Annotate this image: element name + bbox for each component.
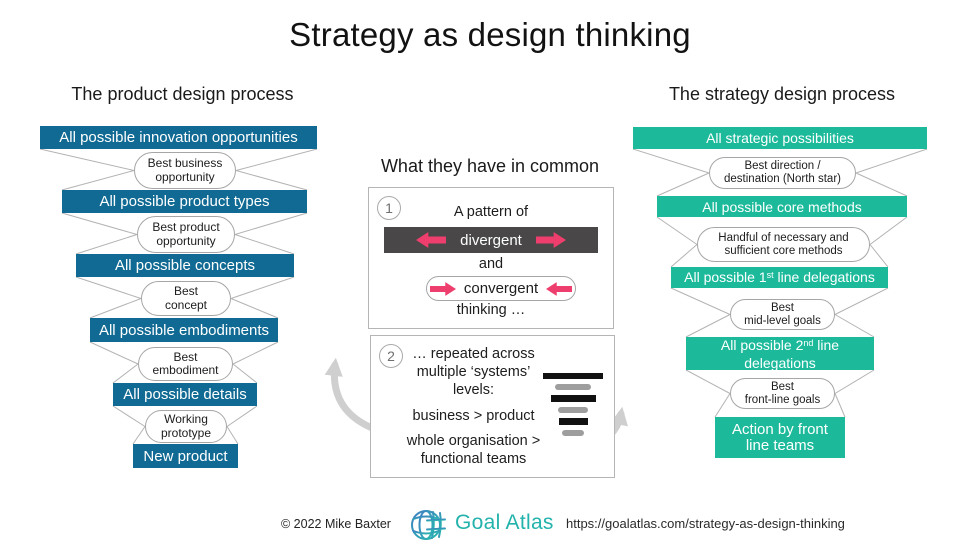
arrow-right-icon — [429, 281, 456, 296]
stage-label: All possible innovation opportunities — [59, 129, 298, 146]
oval-label-line: Best — [173, 284, 198, 298]
circled-number-1: 1 — [377, 196, 401, 220]
oval-label-line: embodiment — [152, 363, 219, 377]
stage-bar-innovation-opportunities: All possible innovation opportunities — [40, 126, 317, 149]
oval-label-line: Best product — [152, 220, 220, 234]
selection-oval-best-product-opportunity: Best product opportunity — [137, 216, 235, 253]
stage-bar-concepts: All possible concepts — [76, 254, 294, 277]
repeated-text-line: multiple ‘systems’ — [416, 364, 531, 380]
oval-label-line: Handful of necessary and — [718, 231, 849, 244]
common-pattern-box: 1 A pattern of divergent and convergent … — [368, 187, 614, 329]
arrow-left-icon — [546, 281, 573, 296]
stage-label: All possible concepts — [114, 257, 256, 274]
copyright-text: © 2022 Mike Baxter — [281, 517, 391, 531]
selection-oval-working-prototype: Working prototype — [145, 410, 227, 443]
oval-label-line: sufficient core methods — [724, 244, 843, 257]
divergent-bar: divergent — [384, 227, 598, 253]
label-text: All possible 2 — [720, 336, 804, 353]
stage-label: New product — [143, 447, 228, 465]
label-text: line delegations — [773, 268, 875, 285]
stage-bar-action-front-line-teams: Action by front line teams — [715, 417, 845, 458]
example-text-line: whole organisation > — [406, 433, 541, 449]
stage-bar-product-types: All possible product types — [62, 190, 307, 213]
oval-label-line: Working — [164, 412, 208, 426]
repeated-levels-box: 2 … repeated across multiple ‘systems’ l… — [370, 335, 615, 478]
selection-oval-best-mid-level-goals: Best mid-level goals — [730, 299, 835, 330]
oval-label-line: Best — [770, 301, 794, 314]
circled-number-2: 2 — [379, 344, 403, 368]
arrow-right-icon — [535, 232, 566, 248]
funnel-bar — [558, 418, 588, 425]
label-text: All possible 1 — [684, 268, 767, 285]
oval-label-line: prototype — [160, 425, 212, 440]
arrow-left-icon — [416, 232, 447, 248]
funnel-bar — [550, 395, 596, 402]
oval-label-line: opportunity — [156, 233, 216, 248]
stage-label: line teams — [745, 436, 815, 454]
left-column-heading: The product design process — [71, 84, 294, 104]
funnel-bar — [543, 373, 603, 379]
repeated-text-line: levels: — [452, 382, 495, 398]
oval-label-line: opportunity — [155, 169, 215, 184]
example-text-line: functional teams — [420, 451, 527, 467]
middle-column-heading: What they have in common — [380, 156, 600, 176]
stage-bar-core-methods: All possible core methods — [657, 196, 907, 217]
funnel-oval — [558, 407, 588, 413]
stage-label: All possible embodiments — [98, 321, 270, 339]
right-column-heading: The strategy design process — [668, 84, 896, 104]
example-organisation-teams: whole organisation > functional teams — [381, 432, 566, 468]
selection-oval-best-front-line-goals: Best front-line goals — [730, 378, 835, 409]
stage-label: All possible product types — [99, 193, 270, 210]
page-title: Strategy as design thinking — [289, 16, 691, 53]
oval-label-line: Best direction / — [744, 160, 821, 172]
oval-label-line: destination (North star) — [724, 173, 841, 185]
stage-bar-embodiments: All possible embodiments — [90, 318, 278, 342]
funnel-oval — [562, 430, 584, 436]
example-business-product: business > product — [412, 408, 535, 424]
stage-label: All possible details — [123, 386, 247, 403]
conjunction-text: and — [478, 256, 504, 272]
stage-bar-new-product: New product — [133, 444, 238, 468]
oval-label-line: Best business — [147, 156, 223, 170]
oval-label-line: Best — [770, 380, 794, 393]
mini-funnel-icon — [542, 373, 604, 436]
stage-bar-first-line-delegations: All possible 1st line delegations — [671, 267, 888, 288]
oval-label-line: front-line goals — [744, 393, 821, 406]
funnel-oval — [555, 384, 591, 390]
label-superscript: nd — [803, 337, 814, 348]
oval-label-line: Best — [173, 349, 198, 364]
label-text: line — [813, 336, 840, 353]
stage-label: All possible 2nd line — [721, 337, 839, 355]
label-superscript: st — [766, 269, 774, 280]
oval-label-line: concept — [164, 297, 208, 312]
stage-label: delegations — [744, 354, 816, 371]
selection-oval-handful-core-methods: Handful of necessary and sufficient core… — [697, 227, 870, 262]
stage-bar-details: All possible details — [113, 383, 257, 406]
stage-label: All possible core methods — [702, 198, 862, 215]
stage-label: Action by front — [732, 420, 828, 438]
repeated-text-line: … repeated across — [412, 346, 535, 362]
repeated-text-block: … repeated across multiple ‘systems’ lev… — [381, 345, 566, 399]
footer-url: https://goalatlas.com/strategy-as-design… — [566, 516, 845, 531]
goal-atlas-logo-icon — [411, 510, 446, 540]
selection-oval-best-direction: Best direction / destination (North star… — [709, 157, 856, 189]
stage-label: All strategic possibilities — [706, 130, 854, 146]
selection-oval-best-concept: Best concept — [141, 281, 231, 316]
convergent-label: convergent — [463, 280, 539, 297]
selection-oval-best-business-opportunity: Best business opportunity — [134, 152, 236, 189]
selection-oval-best-embodiment: Best embodiment — [138, 347, 233, 381]
stage-bar-second-line-delegations: All possible 2nd line delegations — [686, 337, 874, 371]
convergent-pill: convergent — [426, 276, 576, 301]
brand-name: Goal Atlas — [455, 511, 554, 534]
pattern-outro-text: thinking … — [456, 302, 526, 318]
oval-label-line: mid-level goals — [744, 314, 821, 327]
stage-label: All possible 1st line delegations — [684, 269, 875, 287]
divergent-label: divergent — [460, 231, 522, 249]
stage-bar-strategic-possibilities: All strategic possibilities — [633, 127, 927, 149]
pattern-intro-text: A pattern of — [453, 204, 529, 220]
